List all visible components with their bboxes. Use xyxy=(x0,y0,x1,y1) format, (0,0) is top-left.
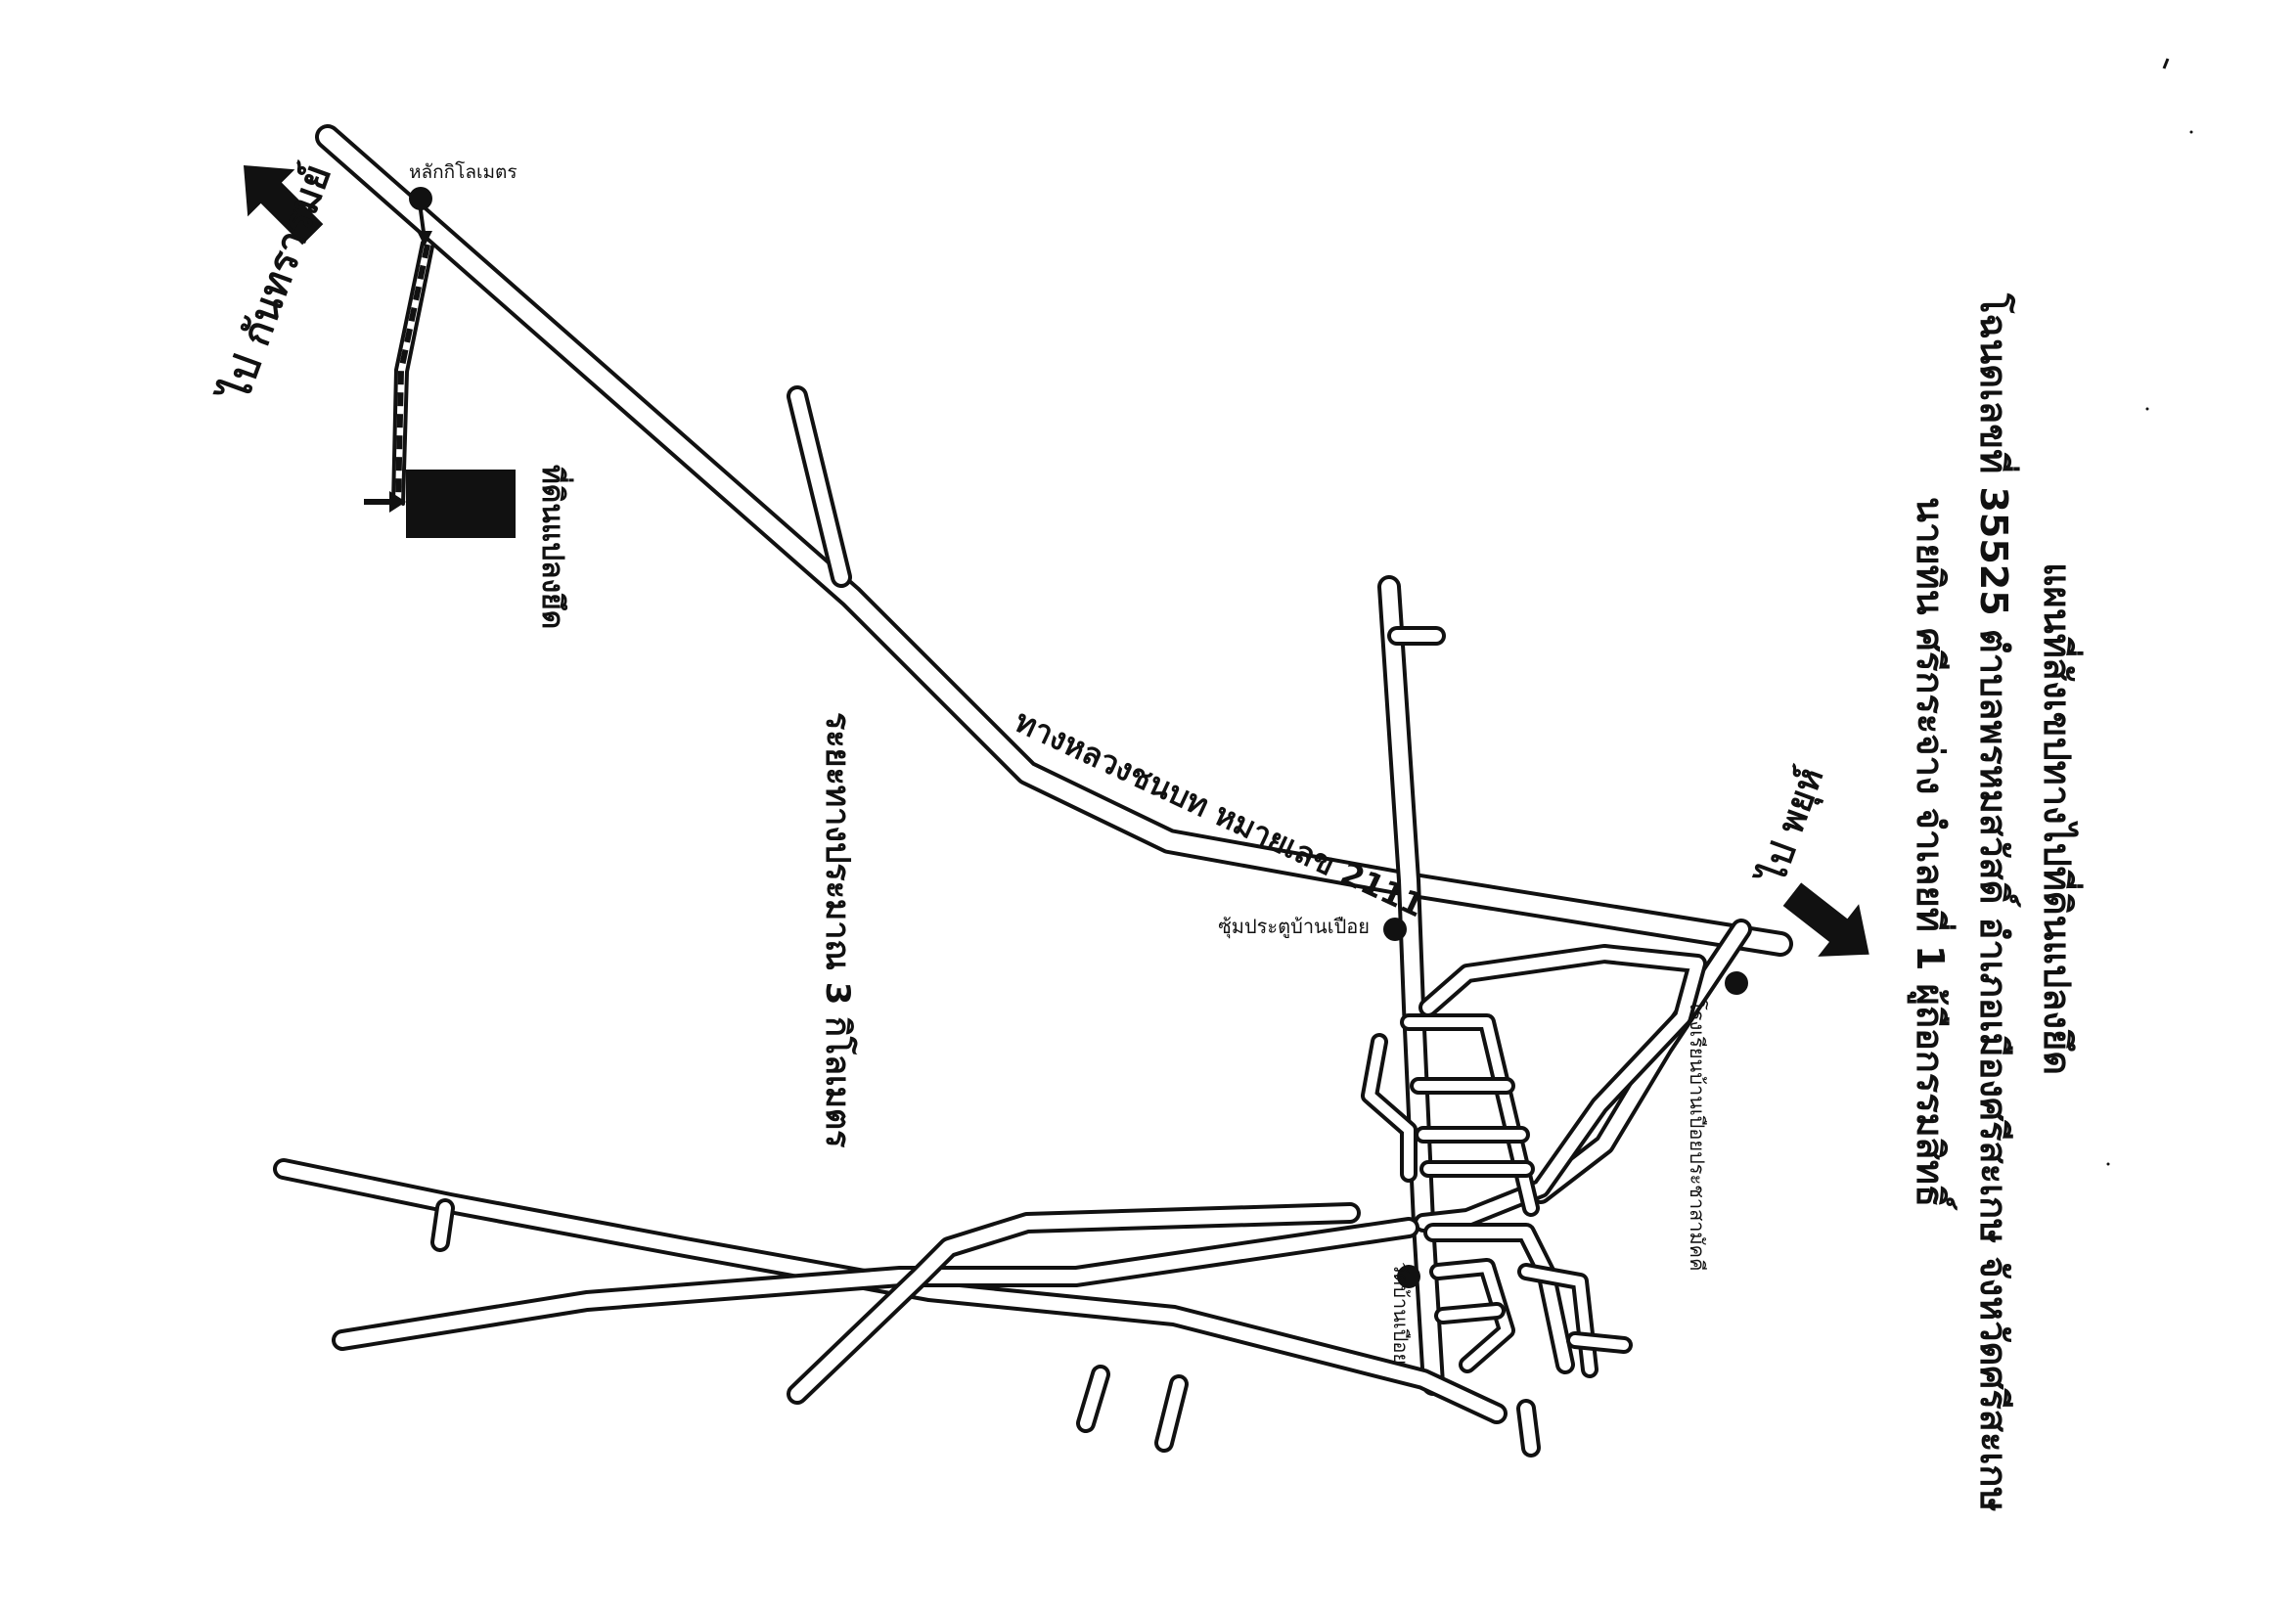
school-dot xyxy=(1725,971,1748,995)
side-road-north xyxy=(787,385,852,588)
road-network xyxy=(273,124,1793,1458)
seized-land-parcel xyxy=(364,470,516,538)
highway-2111-road xyxy=(315,124,1793,957)
to-phayu-label: ไป พยุห์ xyxy=(1750,762,1833,893)
title-line-2: โฉนดเลขที่ 35525 ตำบลพรหมสวัสดิ์ อำเภอเม… xyxy=(1972,292,2021,1511)
west-road xyxy=(273,1158,1508,1424)
village-gate-dot xyxy=(1383,918,1407,941)
village-inner-blocks xyxy=(1361,1013,1540,1217)
map-title-block: แผนที่สังเขปทางไปที่ดินแปลงยึด โฉนดเลขที… xyxy=(1907,292,2084,1511)
highway-label: ทางหลวงชนบท หมายเลข 2111 xyxy=(1010,702,1430,924)
arrow-to-kanthararom-icon xyxy=(243,164,324,246)
temple-dot xyxy=(1397,1265,1420,1288)
seized-land-label: ที่ดินแปลงยึด xyxy=(535,465,574,629)
km-marker-dot xyxy=(409,187,432,210)
km-marker xyxy=(409,187,432,247)
access-path xyxy=(391,241,434,506)
southwest-road xyxy=(332,1217,1419,1351)
village-gate-label: ซุ้มประตูบ้านเปือย xyxy=(1218,915,1370,939)
village-south-streets xyxy=(1423,1223,1633,1378)
temple-label: วัดบ้านเปือย xyxy=(1389,1262,1413,1365)
school-label: โรงเรียนบ้านเปือยประชาสามัคคี xyxy=(1686,1000,1709,1271)
distance-label: ระยะทางประมาณ 3 กิโลเมตร xyxy=(818,712,858,1148)
scan-specks xyxy=(2106,58,2193,1166)
title-line-3: นายทิน ศรีกระจ่าง จำเลยที่ 1 ผู้ถือกรรมส… xyxy=(1907,497,1958,1211)
diagonal-road xyxy=(787,1202,1361,1405)
title-line-1: แผนที่สังเขปทางไปที่ดินแปลงยึด xyxy=(2036,562,2084,1075)
village-loop xyxy=(1414,944,1707,1233)
village-road-main xyxy=(1377,575,1446,1396)
km-marker-label: หลักกิโลเมตร xyxy=(409,160,518,183)
south-spurs xyxy=(1076,1365,1541,1458)
arrow-to-phayu-icon xyxy=(1782,882,1869,957)
school-road xyxy=(1530,919,1752,1204)
